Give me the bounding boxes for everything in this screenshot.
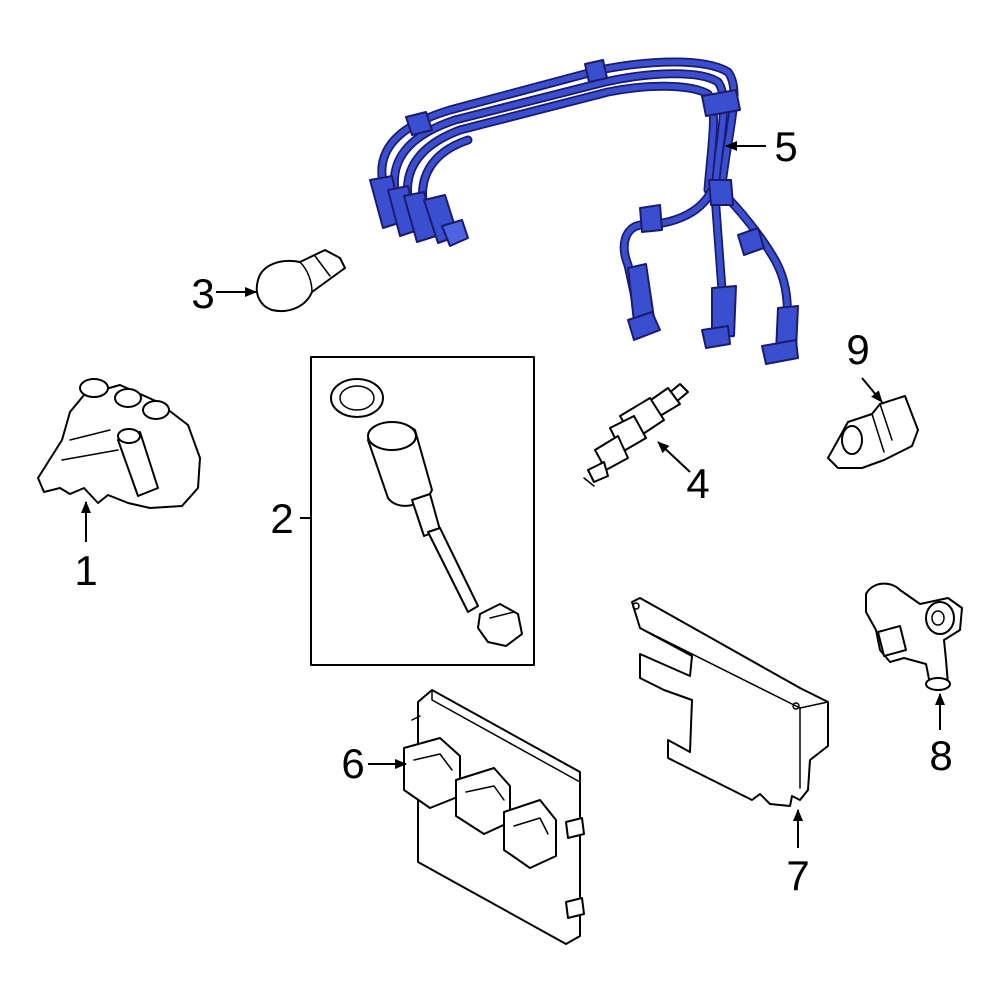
leader-9 (861, 377, 883, 403)
callout-9: 9 (846, 326, 869, 373)
ignition-coil (37, 378, 201, 509)
kit-o-ring (330, 378, 384, 418)
spark-plug-boot (255, 249, 346, 312)
callout-1: 1 (74, 547, 97, 594)
leader-lines (81, 141, 945, 848)
leader-4 (657, 441, 691, 473)
module-bracket (631, 597, 829, 807)
knock-sensor (827, 395, 919, 469)
camshaft-position-sensor (865, 582, 963, 691)
callout-7: 7 (786, 852, 809, 899)
callout-8: 8 (929, 732, 952, 779)
callout-3: 3 (191, 270, 214, 317)
callout-labels: 1 2 3 4 5 6 7 8 9 (74, 123, 952, 899)
sensor-kit (310, 356, 535, 666)
callout-5: 5 (774, 123, 797, 170)
ecm-connector-c (503, 799, 557, 869)
spark-plug-wire-set (369, 57, 799, 365)
kit-nut (477, 603, 523, 647)
engine-control-module (403, 689, 585, 945)
callout-6: 6 (341, 740, 364, 787)
callout-2: 2 (270, 495, 293, 542)
ecm-connector-a (403, 737, 461, 809)
callout-4: 4 (686, 460, 709, 507)
spark-plug (583, 383, 689, 487)
